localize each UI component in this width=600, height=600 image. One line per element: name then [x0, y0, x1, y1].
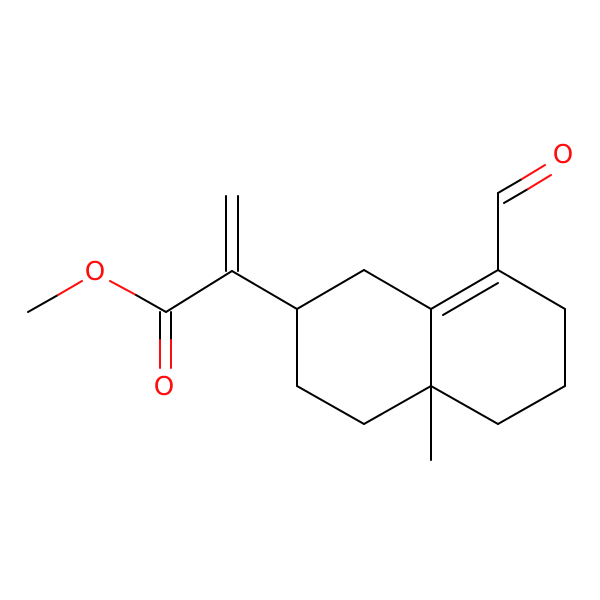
bond-ring-c3-c4	[296, 385, 365, 425]
bond-methyl-o	[27, 294, 59, 313]
bond-ring-c1-c8a	[363, 269, 432, 310]
atom-labels: O O O	[85, 140, 573, 402]
bond-methyl-o-red	[57, 280, 83, 296]
bonds	[27, 164, 566, 461]
bond-ring-c8a-c8-double-b	[442, 282, 499, 316]
atom-o-ester-double: O	[154, 372, 174, 402]
bond-ring-c4-c4a	[363, 385, 432, 425]
bond-cho-double-a-red	[521, 164, 546, 180]
bond-cho-double-a	[497, 178, 523, 194]
bond-ring-c5-c4a	[430, 385, 499, 425]
bond-ring-c8a-c8-double-a	[430, 269, 499, 310]
bond-cho-double-b-red	[527, 174, 552, 190]
bond-ring-c6-c5	[497, 385, 566, 425]
bond-o-carbonyl	[135, 294, 167, 313]
bond-vinyl-ring	[231, 270, 298, 310]
bond-carbonyl-vinyl	[165, 270, 233, 313]
bond-ring-c8-c7	[497, 269, 566, 310]
atom-o-ester-single: O	[85, 257, 105, 287]
bond-cho-double-b	[503, 188, 529, 204]
bond-ring-c2-c1	[296, 269, 365, 310]
atom-o-aldehyde: O	[553, 140, 573, 170]
bond-o-carbonyl-red	[109, 280, 137, 296]
